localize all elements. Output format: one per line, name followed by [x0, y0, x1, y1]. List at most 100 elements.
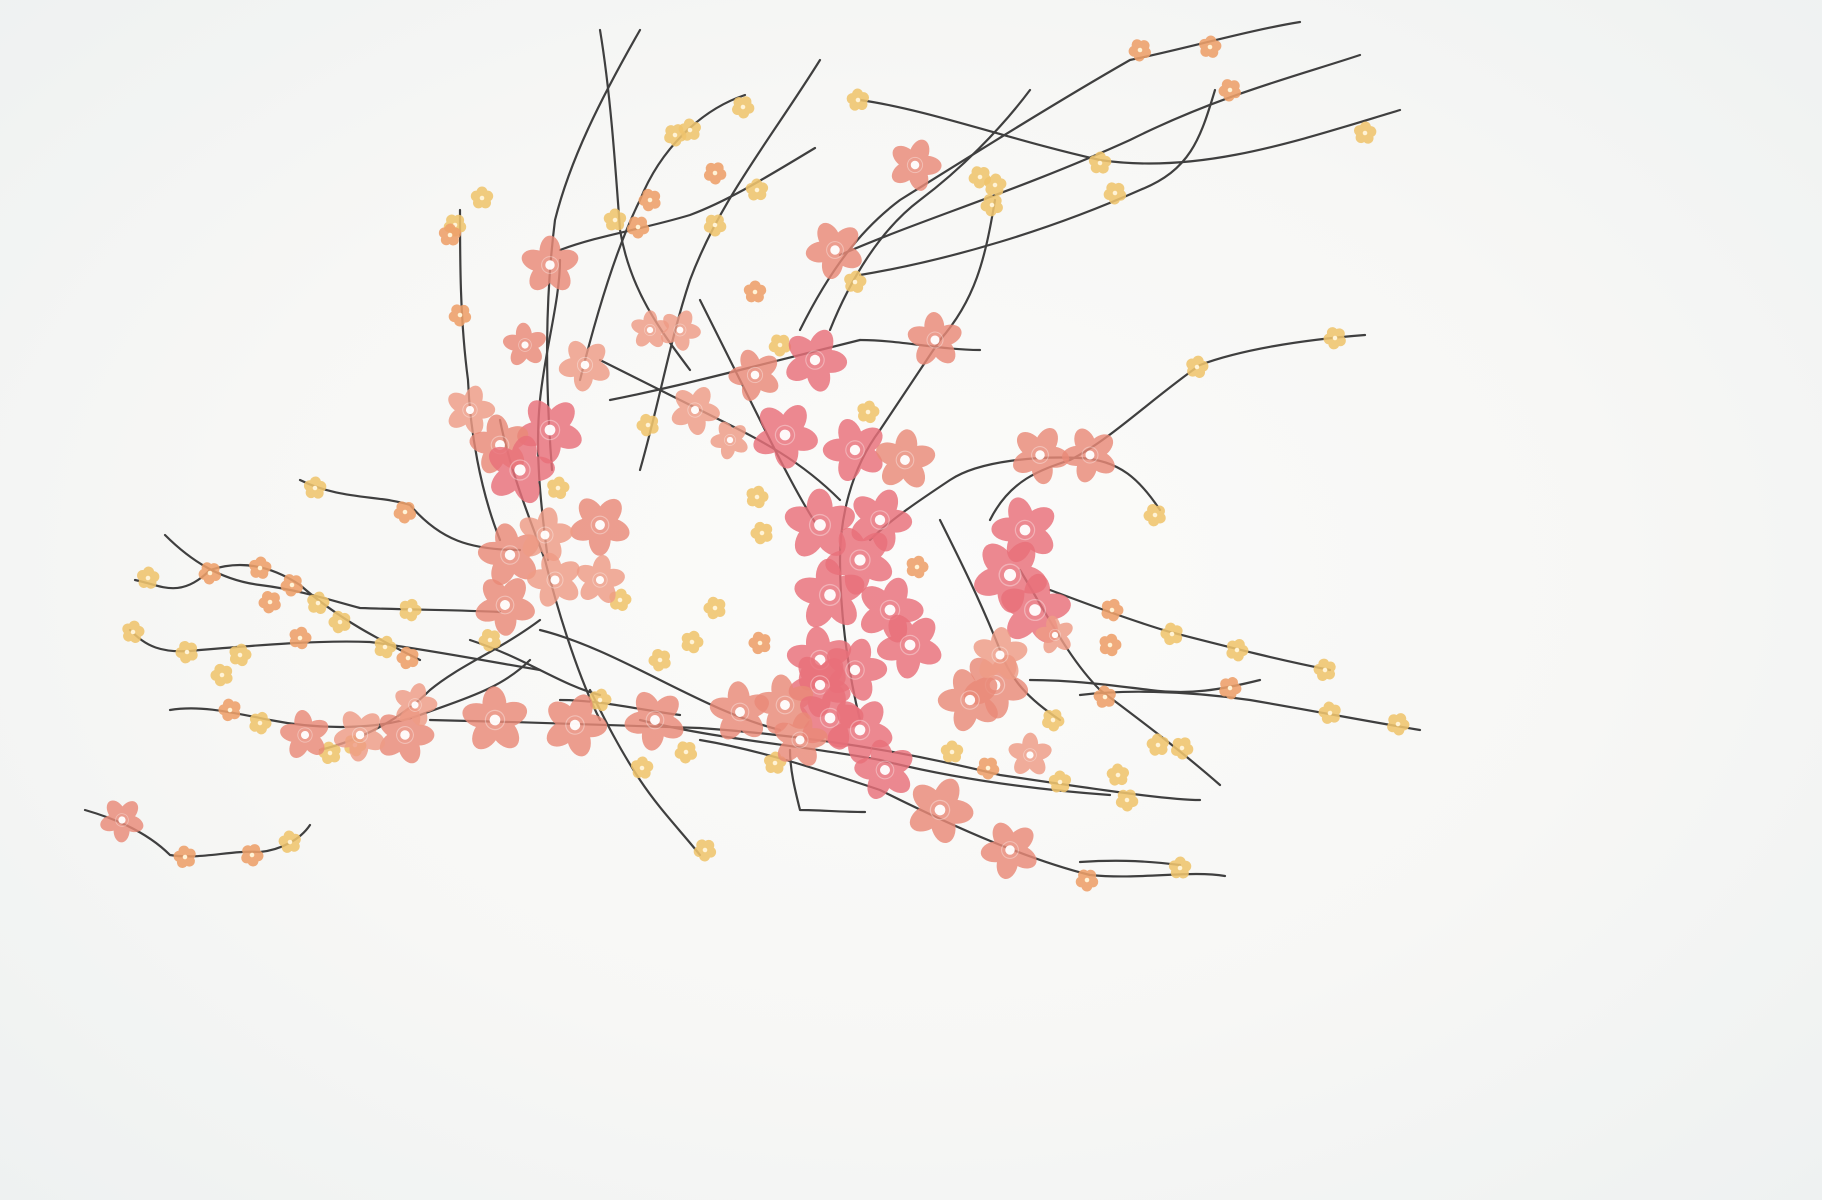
bud-flower [660, 119, 691, 150]
bud-flower [743, 482, 771, 510]
blossom-flower [736, 387, 833, 483]
blossom-flower [765, 707, 835, 774]
bud-flower [1214, 73, 1247, 106]
bud-flower [1157, 618, 1188, 650]
bud-flower [1088, 150, 1112, 174]
bud-flower [844, 85, 873, 115]
bud-flower [315, 737, 346, 768]
blossom-flower [1027, 607, 1083, 663]
bud-flower [842, 268, 868, 295]
blossom-flower [808, 508, 912, 612]
bud-flower [194, 556, 227, 589]
blossom-flower [500, 381, 599, 480]
bud-flower [286, 623, 314, 652]
blossom-flower [386, 677, 444, 734]
bud-flower [1111, 784, 1143, 815]
blossom-flower [968, 624, 1032, 686]
bud-flower [254, 585, 287, 618]
bud-flower [135, 565, 161, 590]
blossom-flower [609, 675, 700, 766]
bud-flower [1097, 595, 1127, 624]
bud-flower [171, 636, 204, 668]
bud-flower [305, 589, 332, 616]
blossom-flower [698, 669, 782, 755]
blossom-flower [494, 314, 556, 377]
bud-flower [746, 517, 778, 549]
bud-flower [1215, 672, 1246, 703]
bud-flower [630, 755, 654, 780]
blossom-flower [869, 426, 941, 495]
bud-flower [371, 632, 400, 661]
blossom-flower [545, 326, 624, 405]
blossom-flower [897, 302, 972, 378]
blossom-flower [955, 521, 1065, 630]
bud-flower [444, 299, 476, 331]
branch [588, 688, 702, 857]
branch [1078, 859, 1182, 867]
bud-flower [764, 329, 796, 361]
bud-flower [1104, 760, 1133, 790]
blossom-flower [808, 403, 902, 497]
blossom-flower [811, 681, 909, 779]
bud-flower [675, 114, 706, 145]
bud-flower [206, 659, 238, 691]
bud-flower [601, 205, 630, 234]
bud-flower [395, 595, 425, 624]
blossom-flower [475, 427, 565, 514]
bud-flower [1310, 654, 1341, 685]
bud-flower [1096, 630, 1124, 659]
bud-flower [1038, 704, 1069, 735]
blossom-flower [791, 207, 878, 294]
blossom-flower [464, 509, 555, 602]
blossom-flower [781, 545, 879, 645]
blossom-flower [510, 501, 580, 569]
blossom-flower [893, 764, 987, 856]
bud-flower [976, 188, 1009, 221]
blossom-flower [860, 596, 959, 695]
blossom-flower [701, 411, 759, 469]
bud-flower [474, 623, 507, 656]
blossom-flower [531, 682, 619, 768]
bud-flower [854, 398, 882, 425]
bud-flower [678, 627, 707, 656]
blossom-flower [976, 481, 1073, 579]
blossom-flower [460, 561, 550, 650]
bud-flower [634, 184, 666, 216]
bud-flower [606, 586, 634, 613]
bud-flower [247, 555, 273, 580]
bud-flower [470, 186, 494, 209]
bud-flower [215, 694, 246, 726]
blossom-flower [836, 477, 924, 564]
bud-flower [699, 157, 731, 188]
blossom-flower [270, 699, 340, 771]
bud-flower [275, 826, 306, 857]
bud-flower [1124, 33, 1157, 66]
bud-flower [670, 735, 702, 768]
branch [988, 333, 1367, 522]
bud-flower [119, 618, 147, 645]
bud-flower [389, 495, 421, 528]
branch [858, 88, 1217, 277]
bud-flower [438, 223, 462, 246]
bud-flower [1099, 176, 1131, 209]
blossom-flower [772, 476, 867, 574]
branch [788, 748, 867, 814]
blossom-flower [650, 301, 710, 359]
bud-flower [972, 752, 1004, 783]
bud-flower [964, 160, 997, 193]
branch [698, 298, 822, 532]
bud-flower [1090, 681, 1121, 712]
bud-flower [689, 834, 721, 866]
blossom-flower [879, 130, 951, 201]
branch [858, 98, 1402, 165]
branch [838, 53, 1362, 257]
bud-flower [940, 740, 964, 763]
bud-flower [226, 641, 254, 668]
buds-layer [119, 33, 1414, 896]
branch [468, 638, 602, 697]
blossom-flower [716, 336, 794, 414]
bud-flower [1046, 767, 1075, 797]
blossom-flower [366, 697, 444, 774]
blossom-flower [813, 629, 897, 711]
